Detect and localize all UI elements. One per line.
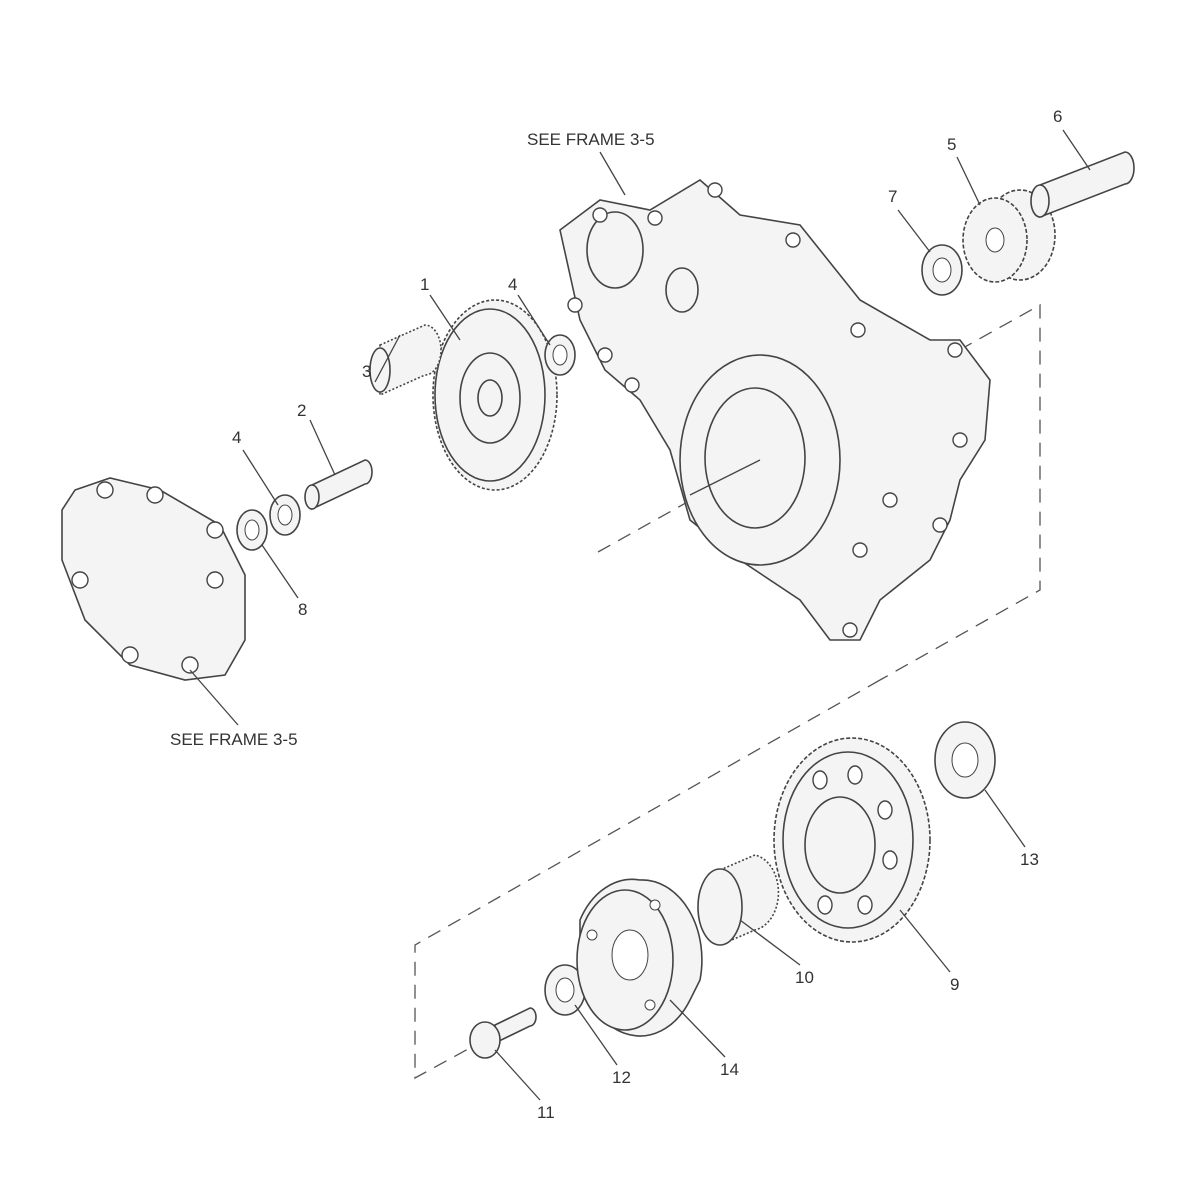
needle-bearing-lower <box>697 854 780 947</box>
callout-7: 7 <box>888 187 898 206</box>
callout-10: 10 <box>795 968 814 987</box>
reference-label-bottom: SEE FRAME 3-5 <box>170 730 298 749</box>
leader-lines <box>189 129 1091 1101</box>
gear-cover <box>559 179 991 641</box>
callout-1: 1 <box>420 275 430 294</box>
bolt <box>469 1007 537 1059</box>
callout-8: 8 <box>298 600 308 619</box>
shaft-2 <box>304 459 373 511</box>
callout-5: 5 <box>947 135 957 154</box>
callout-14: 14 <box>720 1060 739 1079</box>
assembly-boundary-lower <box>414 679 881 1080</box>
reference-label-top: SEE FRAME 3-5 <box>527 130 655 149</box>
callout-3: 3 <box>362 362 372 381</box>
callout-4-upper: 4 <box>508 275 518 294</box>
shaft-6 <box>1030 151 1135 219</box>
callout-11: 11 <box>537 1103 555 1122</box>
callout-6: 6 <box>1053 107 1063 126</box>
callout-2: 2 <box>297 401 307 420</box>
callout-9: 9 <box>950 975 960 994</box>
callout-4-lower: 4 <box>232 428 242 447</box>
needle-bearing-upper <box>369 324 442 397</box>
idler-gear <box>432 299 558 491</box>
washers <box>236 244 996 1016</box>
callout-13: 13 <box>1020 850 1039 869</box>
callout-12: 12 <box>612 1068 631 1087</box>
starter-cover <box>61 477 246 681</box>
starter-driven-gear <box>773 737 931 943</box>
starter-clutch <box>576 878 703 1037</box>
